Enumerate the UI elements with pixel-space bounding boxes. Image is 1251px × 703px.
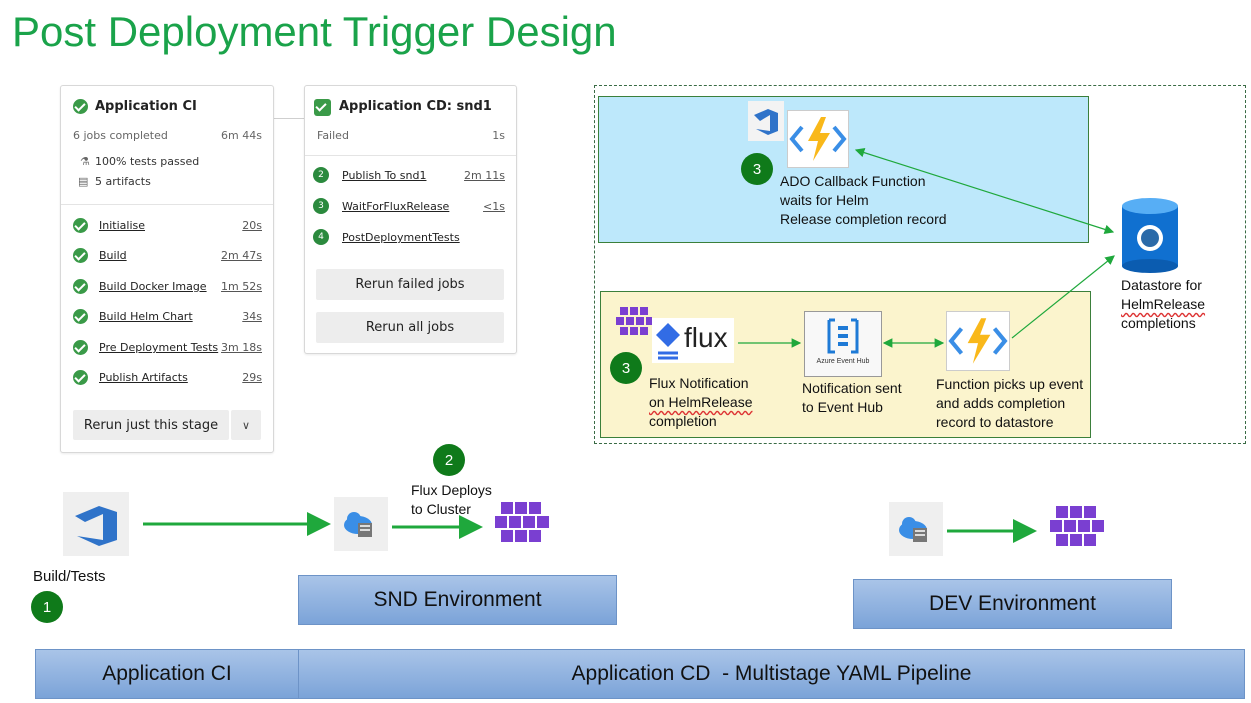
ci-artifacts[interactable]: 5 artifacts — [95, 175, 151, 188]
job-duration: 1m 52s — [221, 280, 262, 293]
step-badge: 2 — [433, 444, 465, 476]
job-duration: <1s — [483, 200, 505, 213]
job-success-icon — [73, 218, 88, 233]
flux-logo: flux — [652, 318, 734, 363]
job-success-icon — [73, 370, 88, 385]
event-hub-icon: Azure Event Hub — [804, 311, 882, 377]
function-text-3: record to datastore — [936, 414, 1054, 430]
application-cd-bar: Application CD - Multistage YAML Pipelin… — [298, 649, 1245, 699]
job-duration: 2m 47s — [221, 249, 262, 262]
ci-tests-passed[interactable]: 100% tests passed — [95, 155, 200, 168]
job-number-badge: 2 — [313, 167, 329, 183]
application-ci-card: Application CI 6 jobs completed 6m 44s ⚗… — [60, 85, 274, 453]
job-link[interactable]: WaitForFluxRelease — [342, 200, 450, 213]
flux-text-2: on HelmRelease — [649, 394, 753, 410]
snd-environment-bar: SND Environment — [298, 575, 617, 625]
cd-separator — [305, 155, 516, 156]
job-duration: 29s — [242, 371, 262, 384]
flux-deploys-text-2: to Cluster — [411, 501, 471, 517]
cd-status: Failed — [317, 129, 349, 142]
ci-success-icon — [73, 99, 88, 114]
step-badge: 3 — [741, 153, 773, 185]
rerun-failed-jobs-button[interactable]: Rerun failed jobs — [316, 269, 504, 300]
ci-card-title[interactable]: Application CI — [95, 99, 197, 114]
box-icon: ▤ — [78, 175, 89, 188]
dev-environment-bar: DEV Environment — [853, 579, 1172, 629]
job-duration: 34s — [242, 310, 262, 323]
job-link[interactable]: Publish To snd1 — [342, 169, 427, 182]
job-duration: 3m 18s — [221, 341, 262, 354]
job-link[interactable]: Build — [99, 249, 127, 262]
cd-duration: 1s — [492, 129, 505, 142]
event-hub-text-2: to Event Hub — [802, 399, 883, 415]
job-link[interactable]: PostDeploymentTests — [342, 231, 460, 244]
job-number-badge: 4 — [313, 229, 329, 245]
flux-text-1: Flux Notification — [649, 375, 749, 391]
step-badge: 1 — [31, 591, 63, 623]
datastore-text-1: Datastore for — [1121, 277, 1202, 293]
job-link[interactable]: Build Docker Image — [99, 280, 207, 293]
chevron-down-icon[interactable]: ∨ — [231, 410, 261, 440]
ci-duration: 6m 44s — [221, 129, 262, 142]
rerun-all-jobs-button[interactable]: Rerun all jobs — [316, 312, 504, 343]
function-to-datastore-arrow — [1011, 255, 1115, 339]
datastore-text-2: HelmRelease — [1121, 296, 1206, 312]
job-success-icon — [73, 248, 88, 263]
cd-status-icon — [314, 99, 331, 116]
callback-to-datastore-arrow — [854, 147, 1115, 235]
kubernetes-icon — [495, 500, 549, 546]
rerun-stage-button[interactable]: Rerun just this stage — [73, 410, 229, 440]
application-cd-card: Application CD: snd1 Failed 1s 2 Publish… — [304, 85, 517, 354]
cloud-server-icon — [334, 497, 388, 551]
application-ci-bar: Application CI — [35, 649, 299, 699]
step-badge: 3 — [610, 352, 642, 384]
flux-deploys-text-1: Flux Deploys — [411, 482, 492, 498]
function-text-1: Function picks up event — [936, 376, 1084, 392]
job-success-icon — [73, 340, 88, 355]
kubernetes-icon — [1050, 504, 1104, 550]
page-title: Post Deployment Trigger Design — [12, 8, 617, 55]
job-duration: 2m 11s — [464, 169, 505, 182]
job-link[interactable]: Publish Artifacts — [99, 371, 188, 384]
ado-callback-text-2: waits for Helm — [780, 192, 869, 208]
kubernetes-icon — [616, 305, 652, 341]
ci-separator — [61, 204, 273, 205]
job-link[interactable]: Initialise — [99, 219, 145, 232]
job-success-icon — [73, 279, 88, 294]
build-tests-label: Build/Tests — [33, 568, 106, 585]
job-number-badge: 3 — [313, 198, 329, 214]
job-link[interactable]: Build Helm Chart — [99, 310, 193, 323]
job-success-icon — [73, 309, 88, 324]
cd-card-title[interactable]: Application CD: snd1 — [339, 99, 492, 114]
azure-devops-icon — [63, 492, 129, 556]
flux-text-3: completion — [649, 413, 717, 429]
job-duration: 20s — [242, 219, 262, 232]
card-connector — [272, 118, 304, 119]
azure-devops-icon — [748, 101, 784, 141]
ci-jobs-completed: 6 jobs completed — [73, 129, 168, 142]
post-deployment-container — [594, 85, 1246, 444]
event-hub-text-1: Notification sent — [802, 380, 902, 396]
azure-function-icon — [787, 110, 849, 168]
datastore-text-3: completions — [1121, 315, 1196, 331]
flux-logo-text: flux — [684, 322, 728, 353]
cloud-server-icon — [889, 502, 943, 556]
job-link[interactable]: Pre Deployment Tests — [99, 341, 219, 354]
database-icon — [1118, 196, 1182, 274]
function-text-2: and adds completion — [936, 395, 1066, 411]
beaker-icon: ⚗ — [80, 155, 90, 168]
event-hub-logo-text: Azure Event Hub — [816, 358, 870, 365]
azure-function-icon — [946, 311, 1010, 371]
